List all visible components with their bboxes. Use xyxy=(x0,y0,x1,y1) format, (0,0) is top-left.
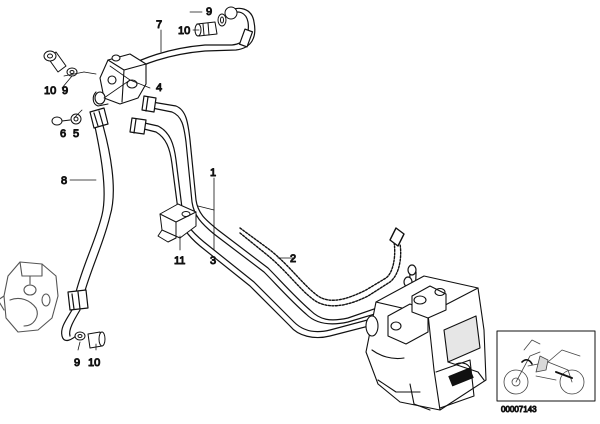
label-9-bottom: 9 xyxy=(74,357,80,369)
abs-unit xyxy=(365,275,487,411)
label-10-left: 10 xyxy=(44,85,56,97)
callout-labels: 9 10 7 4 10 9 6 5 8 1 2 3 11 9 10 6 xyxy=(44,6,297,370)
label-10-bottom: 10 xyxy=(88,357,100,369)
brake-caliper xyxy=(0,261,59,333)
brake-hose-8 xyxy=(61,107,114,342)
bleed-screw xyxy=(51,113,82,126)
inset-overview: 00007143 xyxy=(496,330,596,415)
drawing-number: 00007143 xyxy=(501,405,537,414)
banjo-bolt-upper-left xyxy=(43,50,78,77)
banjo-bolt-top xyxy=(194,6,238,37)
label-1: 1 xyxy=(210,167,216,179)
label-7: 7 xyxy=(156,19,162,31)
label-4: 4 xyxy=(156,82,162,94)
leader-lines xyxy=(61,11,295,351)
label-6: 6 xyxy=(60,128,66,140)
label-9: 9 xyxy=(206,6,212,18)
label-2: 2 xyxy=(290,253,296,265)
label-11: 11 xyxy=(174,255,185,267)
label-9-left: 9 xyxy=(62,85,68,97)
label-10: 10 xyxy=(178,25,190,37)
label-5: 5 xyxy=(73,128,79,140)
banjo-bolt-bottom xyxy=(74,331,106,349)
holder-clip-11 xyxy=(157,203,197,243)
brake-line-7 xyxy=(117,7,256,79)
label-8: 8 xyxy=(61,175,67,187)
brake-line-2 xyxy=(239,227,405,307)
label-3: 3 xyxy=(210,255,216,267)
distributor-block xyxy=(92,53,147,107)
